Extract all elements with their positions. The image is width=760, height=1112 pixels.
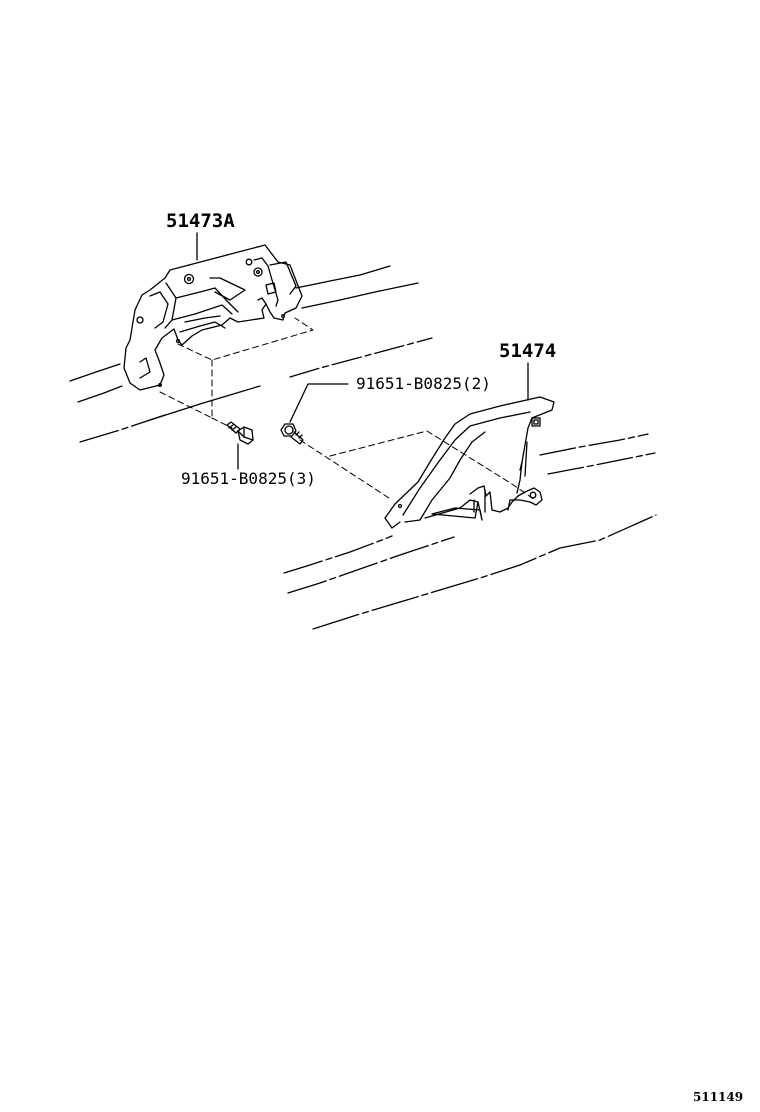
part-label-51474[interactable]: 51474 xyxy=(499,340,557,362)
leader-bolt-qty2 xyxy=(290,384,348,422)
part-label-51473A[interactable]: 51473A xyxy=(166,210,235,232)
bolt-91651-B0825-qty3[interactable] xyxy=(227,422,253,444)
part-label-bolt-qty2[interactable]: 91651-B0825(2) xyxy=(356,374,491,393)
body-frame-lines xyxy=(70,266,656,629)
assembly-guide-lines xyxy=(160,318,535,500)
diagram-id: 511149 xyxy=(693,1090,744,1104)
part-51474-bracket[interactable] xyxy=(385,397,554,528)
bolt-91651-B0825-qty2[interactable] xyxy=(281,424,303,444)
part-51473A-bracket[interactable] xyxy=(124,245,302,390)
part-label-bolt-qty3[interactable]: 91651-B0825(3) xyxy=(181,469,316,488)
